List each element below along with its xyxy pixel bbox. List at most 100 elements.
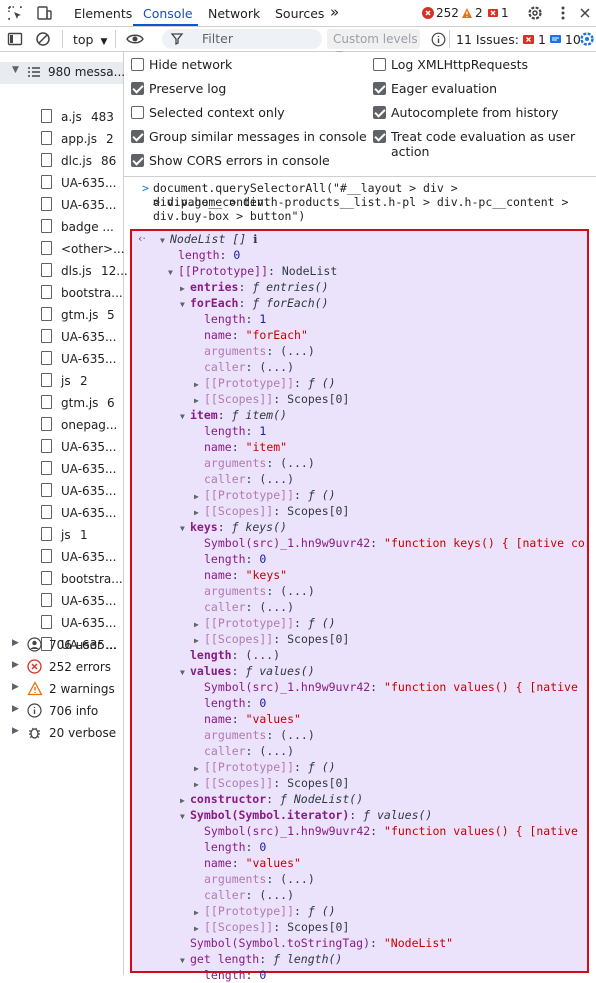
- setting-label[interactable]: Autocomplete from history: [391, 105, 559, 120]
- collapsed-triangle-icon[interactable]: ▶: [180, 796, 185, 805]
- expanded-triangle-icon[interactable]: ▼: [180, 668, 185, 677]
- sidebar-file-item[interactable]: <other>...: [0, 238, 125, 260]
- object-property-row[interactable]: ▼Symbol(Symbol.iterator): ƒ values(): [180, 807, 432, 823]
- collapsed-triangle-icon[interactable]: ▶: [194, 780, 199, 789]
- sidebar-file-item[interactable]: UA-635...: [0, 590, 123, 612]
- expanded-triangle-icon[interactable]: ▼: [160, 236, 165, 245]
- collapsed-triangle-icon[interactable]: ▶: [194, 492, 199, 501]
- sidebar-toggle-icon[interactable]: [6, 30, 24, 48]
- sidebar-file-item[interactable]: UA-635...: [0, 194, 123, 216]
- object-property-row[interactable]: ▼values: ƒ values(): [180, 663, 315, 679]
- console-settings-gear-icon[interactable]: [578, 30, 596, 48]
- object-property-row[interactable]: ▼[[Prototype]]: NodeList: [168, 263, 337, 279]
- expanded-triangle-icon[interactable]: ▼: [180, 412, 185, 421]
- setting-checkbox[interactable]: [373, 82, 386, 95]
- settings-gear-icon[interactable]: [526, 4, 544, 22]
- sidebar-file-item[interactable]: UA-635...: [0, 348, 123, 370]
- expanded-triangle-icon[interactable]: ▼: [180, 524, 185, 533]
- collapsed-triangle-icon[interactable]: ▶: [194, 508, 199, 517]
- collapsed-triangle-icon[interactable]: ▶: [180, 284, 185, 293]
- object-property-row[interactable]: ▶[[Prototype]]: ƒ (): [194, 615, 336, 631]
- expanded-triangle-icon[interactable]: ▼: [180, 300, 185, 309]
- object-property-row[interactable]: ▶[[Prototype]]: ƒ (): [194, 903, 336, 919]
- sidebar-group-item[interactable]: ▶2 warnings: [0, 678, 123, 700]
- sidebar-group-item[interactable]: ▶706 user ...: [0, 634, 123, 656]
- inspect-element-icon[interactable]: [6, 4, 24, 22]
- setting-label[interactable]: Group similar messages in console: [149, 129, 367, 144]
- tab-network[interactable]: Network: [208, 6, 261, 21]
- sidebar-file-item[interactable]: UA-635...: [0, 326, 123, 348]
- object-property-row[interactable]: ▶[[Scopes]]: Scopes[0]: [194, 631, 349, 647]
- setting-label[interactable]: Hide network: [149, 57, 233, 72]
- tab-console[interactable]: Console: [143, 6, 193, 21]
- sidebar-file-item[interactable]: bootstra...: [0, 568, 123, 590]
- sidebar-file-item[interactable]: UA-635...: [0, 480, 123, 502]
- object-property-row[interactable]: ▶[[Scopes]]: Scopes[0]: [194, 391, 349, 407]
- sidebar-item-all-messages[interactable]: ▼ 980 messa...: [0, 62, 125, 84]
- setting-checkbox[interactable]: [373, 106, 386, 119]
- sidebar-group-item[interactable]: ▶252 errors: [0, 656, 123, 678]
- sidebar-group-item[interactable]: ▶20 verbose: [0, 722, 123, 744]
- expanded-triangle-icon[interactable]: ▼: [168, 268, 173, 277]
- object-property-row[interactable]: ▼NodeList [] ℹ: [160, 231, 257, 247]
- warning-count-badge[interactable]: 2: [461, 6, 483, 20]
- expanded-triangle-icon[interactable]: ▼: [180, 812, 185, 821]
- collapsed-triangle-icon[interactable]: ▶: [194, 908, 199, 917]
- sidebar-file-item[interactable]: UA-635...: [0, 546, 123, 568]
- context-selector[interactable]: top ▼: [73, 32, 107, 47]
- collapsed-triangle-icon[interactable]: ▶: [194, 764, 199, 773]
- setting-checkbox[interactable]: [373, 130, 386, 143]
- tab-elements[interactable]: Elements: [74, 6, 133, 21]
- object-property-row[interactable]: ▶[[Prototype]]: ƒ (): [194, 487, 336, 503]
- collapsed-triangle-icon[interactable]: ▶: [194, 924, 199, 933]
- object-property-row[interactable]: ▼get length: ƒ length(): [180, 951, 342, 967]
- setting-label[interactable]: Log XMLHttpRequests: [391, 57, 529, 72]
- object-property-row[interactable]: ▶[[Prototype]]: ƒ (): [194, 375, 336, 391]
- sidebar-file-item[interactable]: UA-635...: [0, 436, 123, 458]
- issues-counter[interactable]: 11 Issues: 1 10: [456, 32, 581, 47]
- sidebar-file-item[interactable]: badge ...: [0, 216, 123, 238]
- sidebar-file-item[interactable]: UA-635...: [0, 458, 123, 480]
- expanded-triangle-icon[interactable]: ▼: [180, 956, 185, 965]
- more-tabs-button[interactable]: »: [330, 3, 340, 21]
- clear-console-icon[interactable]: [34, 30, 52, 48]
- object-property-row[interactable]: ▶[[Scopes]]: Scopes[0]: [194, 503, 349, 519]
- setting-label[interactable]: Eager evaluation: [391, 81, 498, 96]
- live-expression-eye-icon[interactable]: [125, 30, 144, 48]
- close-devtools-icon[interactable]: [576, 4, 594, 22]
- sidebar-file-item[interactable]: bootstra...: [0, 282, 123, 304]
- object-property-row[interactable]: ▼keys: ƒ keys(): [180, 519, 287, 535]
- sidebar-file-item[interactable]: onepag...: [0, 414, 123, 436]
- info-icon[interactable]: [431, 32, 446, 47]
- object-property-row[interactable]: ▼forEach: ƒ forEach(): [180, 295, 329, 311]
- sidebar-file-item[interactable]: UA-635...: [0, 612, 123, 634]
- collapsed-triangle-icon[interactable]: ▶: [194, 636, 199, 645]
- setting-label[interactable]: Treat code evaluation as user action: [391, 129, 576, 159]
- setting-label[interactable]: Preserve log: [149, 81, 227, 96]
- collapsed-triangle-icon[interactable]: ▶: [194, 620, 199, 629]
- object-property-row[interactable]: ▶[[Scopes]]: Scopes[0]: [194, 919, 349, 935]
- device-toolbar-icon[interactable]: [35, 4, 53, 22]
- collapsed-triangle-icon[interactable]: ▶: [194, 380, 199, 389]
- object-property-row[interactable]: ▶[[Scopes]]: Scopes[0]: [194, 775, 349, 791]
- sidebar-file-item[interactable]: UA-635...: [0, 502, 123, 524]
- issue-count-badge[interactable]: 1: [487, 6, 509, 20]
- more-options-icon[interactable]: [554, 4, 572, 22]
- setting-checkbox[interactable]: [373, 58, 386, 71]
- object-property-row[interactable]: ▶[[Prototype]]: ƒ (): [194, 759, 336, 775]
- tab-sources[interactable]: Sources: [275, 6, 325, 21]
- log-levels-dropdown[interactable]: Custom levels ▼: [327, 29, 420, 60]
- object-property-row[interactable]: ▶entries: ƒ entries(): [180, 279, 329, 295]
- setting-checkbox[interactable]: [131, 106, 144, 119]
- setting-checkbox[interactable]: [131, 58, 144, 71]
- object-property-row[interactable]: ▶constructor: ƒ NodeList(): [180, 791, 363, 807]
- setting-checkbox[interactable]: [131, 130, 144, 143]
- setting-label[interactable]: Show CORS errors in console: [149, 153, 330, 168]
